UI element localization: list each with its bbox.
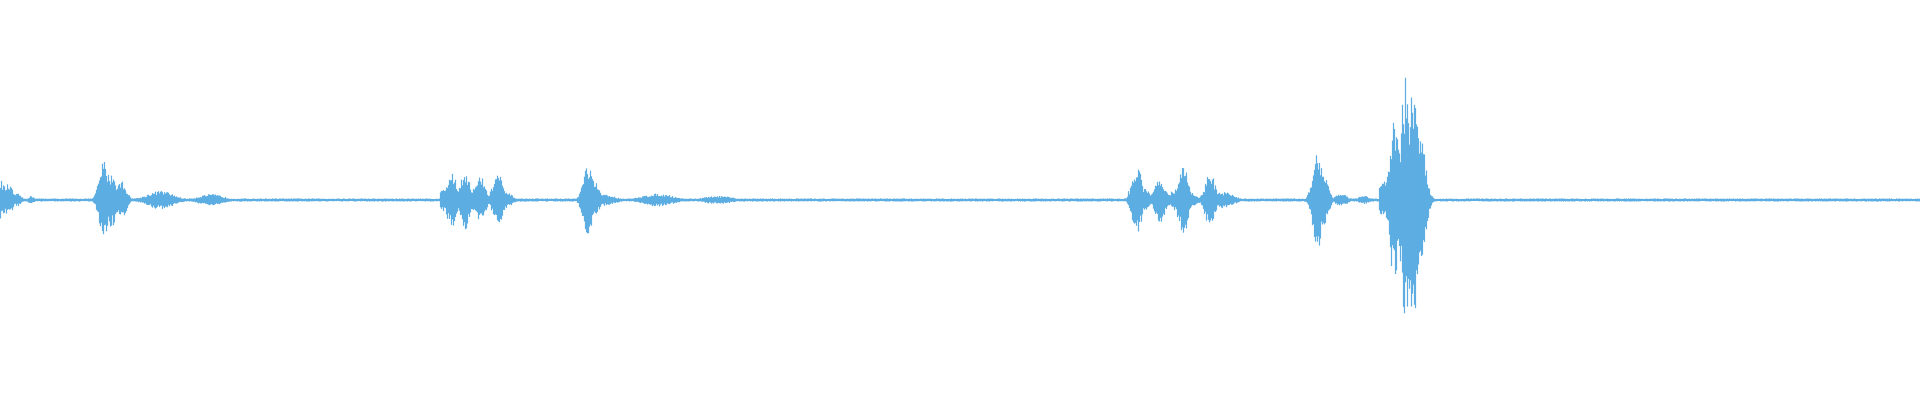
waveform-samples (0, 77, 1920, 314)
